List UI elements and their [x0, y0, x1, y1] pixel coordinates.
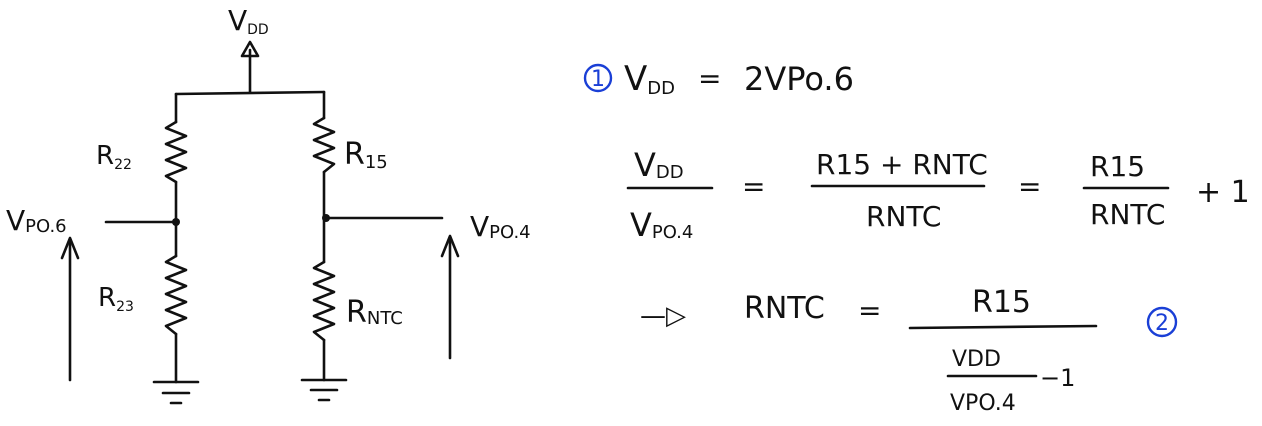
r15-resistor-icon	[312, 116, 336, 174]
equation-1-lhs: VDD	[624, 59, 675, 99]
circuit-schematic: VDD R22	[6, 4, 531, 405]
r22-resistor-icon	[164, 120, 188, 184]
equation-2: VDD VPO.4 = R15 + RNTC RNTC = R15 RNTC +…	[626, 146, 1250, 244]
r15-label: R15	[344, 137, 388, 173]
eq3-equals: =	[858, 294, 881, 327]
eq3-inner-numerator: VDD	[952, 347, 1001, 372]
equation-1: 1 VDD = 2VPo.6	[583, 59, 854, 99]
top-rail-wire	[174, 90, 326, 96]
equation-2-marker-circle	[1146, 306, 1178, 338]
vpo4-label: VPO.4	[470, 210, 531, 243]
eq3-numerator: R15	[972, 285, 1031, 320]
r23-label: R23	[98, 283, 134, 315]
vdd-supply-arrow-icon	[240, 40, 260, 94]
eq2-frac1-numerator: VDD	[634, 146, 684, 184]
eq2-frac1-denominator: VPO.4	[630, 206, 693, 244]
eq2-frac3-denominator: RNTC	[1090, 198, 1165, 231]
vpo6-label: VPO.6	[6, 204, 67, 237]
right-voltage-arrow-icon	[440, 234, 460, 360]
equation-1-equals: =	[698, 62, 721, 95]
eq2-frac3-numerator: R15	[1090, 150, 1145, 183]
right-ground-icon	[300, 378, 348, 402]
eq2-frac2-numerator: R15 + RNTC	[816, 148, 988, 181]
left-voltage-arrow-icon	[60, 236, 80, 382]
equation-1-marker-circle	[583, 63, 613, 93]
rntc-label: RNTC	[346, 295, 403, 330]
eq2-plus-one: + 1	[1196, 175, 1250, 210]
eq3-main-bar	[908, 324, 1098, 330]
equations: 1 VDD = 2VPo.6 VDD VPO.4 = R15 + RNTC RN…	[583, 59, 1250, 416]
equation-1-rhs: 2VPo.6	[744, 60, 854, 98]
eq3-inner-denominator: VPO.4	[950, 391, 1016, 416]
left-ground-icon	[152, 380, 200, 405]
eq3-implies-arrow-icon: —▷	[640, 301, 686, 331]
eq2-equals-a: =	[742, 170, 765, 203]
rntc-resistor-icon	[312, 260, 336, 342]
equation-2-marker: 2	[1155, 311, 1169, 336]
eq3-minus-one: −1	[1040, 364, 1075, 392]
equation-3: —▷ RNTC = R15 VDD VPO.4 −1 2	[640, 285, 1178, 416]
r23-resistor-icon	[164, 254, 188, 336]
equation-1-marker: 1	[591, 67, 605, 92]
vdd-supply-label: VDD	[228, 4, 269, 38]
r22-label: R22	[96, 141, 132, 173]
eq3-lhs: RNTC	[744, 291, 825, 326]
eq2-equals-b: =	[1018, 170, 1041, 203]
eq2-frac2-denominator: RNTC	[866, 200, 941, 233]
